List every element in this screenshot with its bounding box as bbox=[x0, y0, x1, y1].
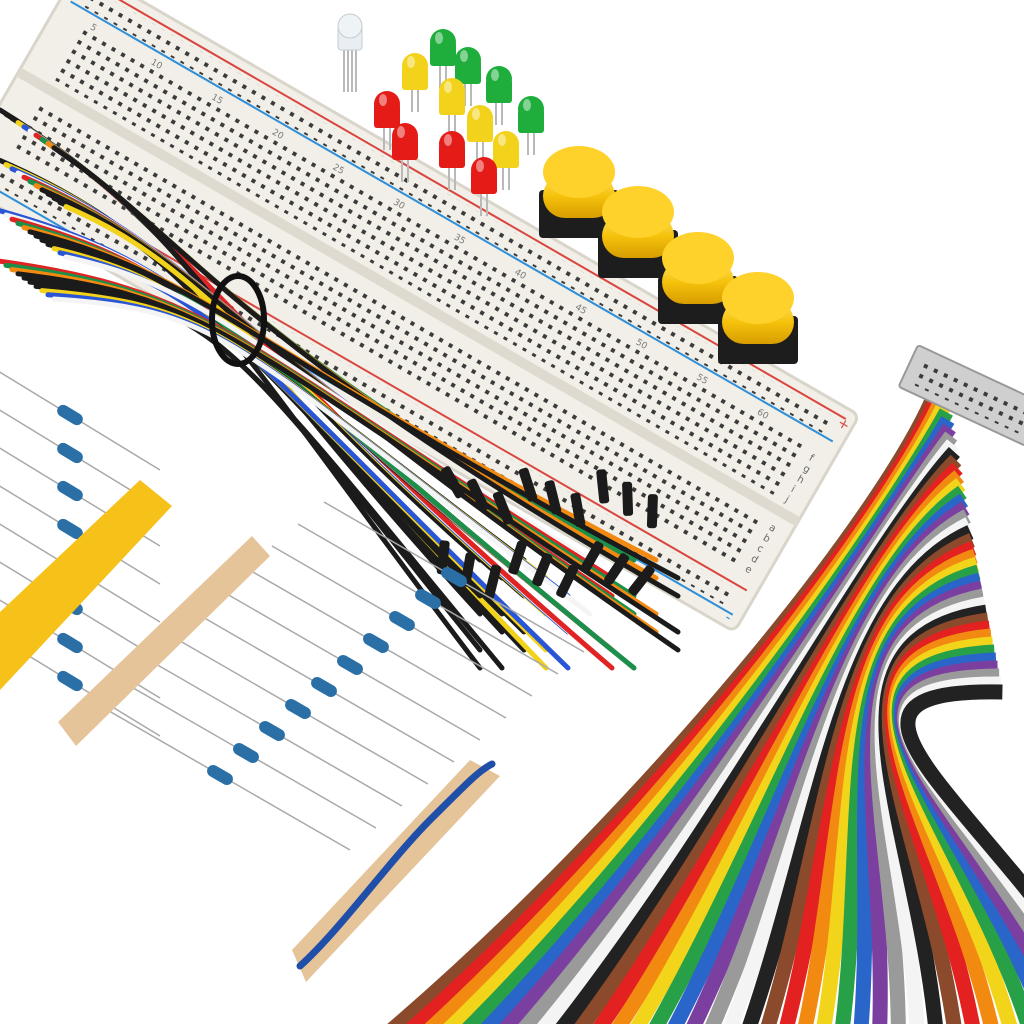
jumper-plug bbox=[628, 565, 655, 596]
terminal-strip-lower bbox=[8, 98, 766, 569]
resistor bbox=[271, 545, 533, 697]
jumper-plug bbox=[436, 540, 450, 575]
col-num: 25 bbox=[331, 163, 346, 177]
ribbon-wire bbox=[900, 684, 1024, 899]
rail-blue-line-top bbox=[70, 0, 834, 443]
push-button-group bbox=[539, 146, 798, 364]
resistor bbox=[89, 699, 351, 851]
jumper-plug bbox=[622, 481, 634, 516]
row-letter: a bbox=[767, 522, 778, 535]
led-green bbox=[455, 47, 481, 106]
cable-tie bbox=[209, 273, 267, 367]
row-letter: e bbox=[743, 564, 754, 577]
led-yellow bbox=[439, 78, 465, 137]
row-letter: f bbox=[807, 453, 816, 465]
jumper-plug bbox=[484, 564, 502, 599]
jumper-plug bbox=[604, 553, 630, 585]
jumper-plug bbox=[492, 491, 514, 525]
col-num: 35 bbox=[452, 233, 467, 247]
paper-tape-bottom bbox=[292, 760, 500, 982]
yellow-tape bbox=[0, 480, 172, 690]
resistor bbox=[115, 677, 377, 829]
resistor bbox=[0, 485, 161, 585]
led-red bbox=[439, 131, 465, 190]
resistor bbox=[323, 501, 585, 653]
led-green bbox=[430, 29, 456, 88]
row-letter: g bbox=[801, 463, 812, 476]
led-yellow bbox=[493, 131, 519, 190]
jumper-plug bbox=[532, 552, 553, 587]
jumper-wire-bundle bbox=[0, 107, 681, 671]
led-yellow bbox=[402, 53, 428, 112]
row-letter: c bbox=[755, 543, 765, 555]
led-red bbox=[374, 91, 400, 150]
led-red bbox=[471, 157, 497, 216]
push-button bbox=[658, 232, 738, 324]
resistor bbox=[245, 567, 507, 719]
led-red bbox=[392, 123, 418, 182]
terminal-strip-upper bbox=[49, 27, 807, 498]
push-button bbox=[718, 272, 798, 364]
col-num: 55 bbox=[694, 373, 709, 387]
resistor bbox=[141, 655, 403, 807]
ribbon-connector bbox=[898, 344, 1024, 446]
row-letter: b bbox=[761, 533, 772, 546]
rainbow-ribbon-cable bbox=[387, 344, 1024, 1024]
led-yellow bbox=[467, 105, 493, 164]
resistor-strip-left bbox=[0, 371, 172, 737]
col-num: 45 bbox=[573, 303, 588, 317]
resistor bbox=[167, 633, 429, 785]
paper-tape-top bbox=[58, 536, 270, 746]
breadboard-center-channel bbox=[16, 67, 801, 527]
resistor bbox=[193, 611, 455, 763]
led-green bbox=[486, 66, 512, 125]
row-letters: a b c d e f g h i j bbox=[743, 453, 816, 577]
led-group bbox=[337, 13, 544, 216]
led-rgb-clear bbox=[337, 13, 363, 92]
jumper-plug bbox=[508, 540, 527, 575]
jumper-plug bbox=[596, 469, 610, 504]
push-button bbox=[598, 186, 678, 278]
jumper-plug bbox=[580, 541, 604, 574]
jumper-plug bbox=[570, 492, 586, 528]
blue-marker-line bbox=[296, 760, 496, 970]
row-letter: i bbox=[789, 484, 797, 495]
col-num: 15 bbox=[209, 93, 224, 107]
resistor bbox=[297, 523, 559, 675]
push-button bbox=[539, 146, 619, 238]
row-letter: h bbox=[795, 474, 806, 487]
row-letter: j bbox=[782, 494, 791, 505]
jumper-plug bbox=[556, 565, 578, 598]
jumper-plug bbox=[544, 480, 562, 515]
jumper-plug bbox=[518, 467, 538, 502]
jumper-plug bbox=[646, 494, 658, 529]
col-num: 5 bbox=[88, 23, 98, 35]
resistor bbox=[0, 371, 161, 471]
jumper-plug bbox=[467, 478, 489, 512]
power-rail-top-holes bbox=[80, 0, 836, 435]
led-green bbox=[518, 96, 544, 155]
resistor bbox=[219, 589, 481, 741]
resistor-strip-center bbox=[58, 501, 585, 982]
jumper-plug bbox=[441, 466, 465, 499]
row-letter: d bbox=[749, 553, 760, 566]
